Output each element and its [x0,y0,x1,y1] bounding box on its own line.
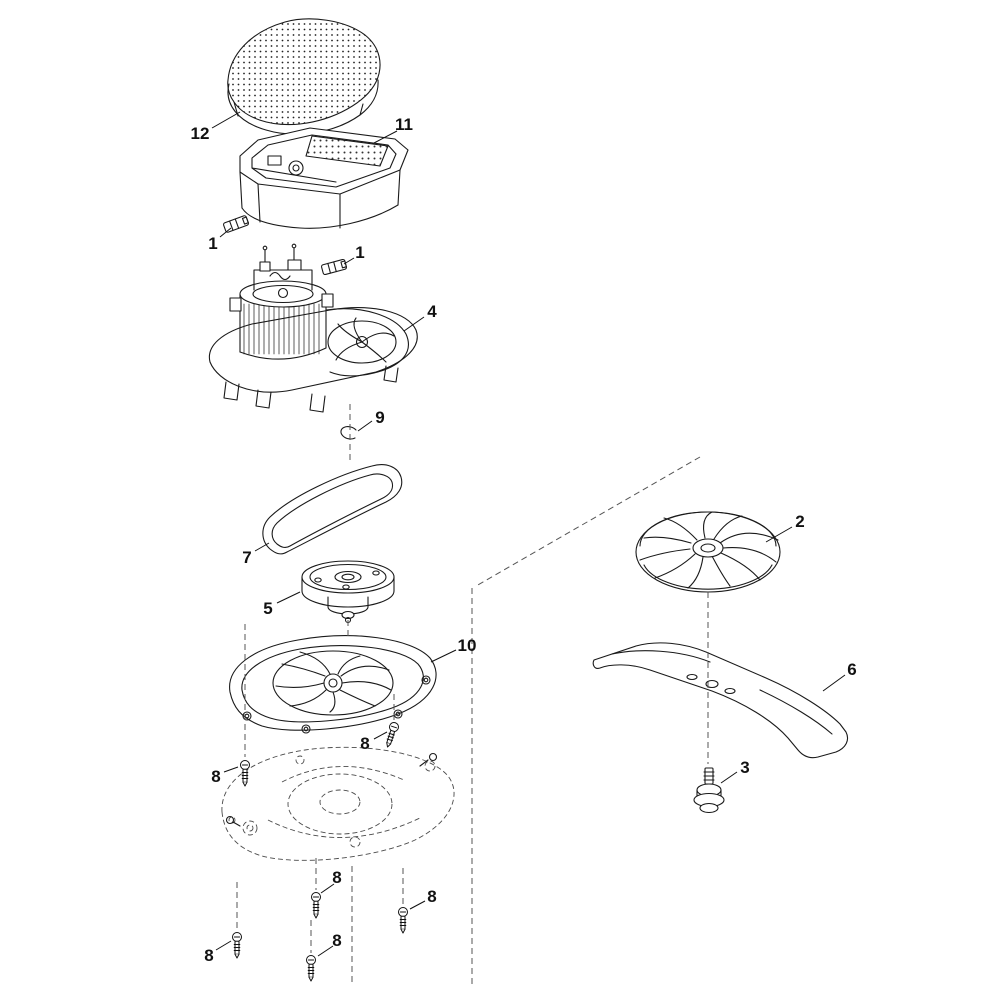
callout-4: 4 [427,302,437,321]
screw-2 [239,759,251,787]
callout-8b: 8 [211,767,220,786]
part-motor-assembly [208,243,418,413]
callout-leader-lines [211,111,846,957]
screw-1 [382,720,401,749]
callout-1a: 1 [208,234,217,253]
deck-reference-details [225,752,438,827]
callout-3: 3 [740,758,749,777]
alignment-dashed-lines [236,404,709,984]
screw-5 [231,931,243,959]
part-connector-a [223,215,249,233]
callout-7: 7 [242,548,251,567]
screw-6 [305,954,317,982]
callout-5: 5 [263,599,272,618]
part-belt [262,464,403,555]
part-fan-housing [229,635,437,734]
callout-1b: 1 [355,243,364,262]
screw-4 [397,906,409,934]
callout-8c: 8 [332,868,341,887]
part-impeller [635,511,781,593]
callout-8d: 8 [427,887,436,906]
callout-11: 11 [395,115,413,134]
deck-reference-ghost [221,746,455,861]
part-pulley [301,560,395,624]
callout-6: 6 [847,660,856,679]
callout-9: 9 [375,408,384,427]
part-top-cover [227,18,381,135]
part-connector-b [321,258,347,276]
callout-12: 12 [191,124,210,143]
part-blade [592,642,849,759]
callout-8f: 8 [332,931,341,950]
callout-10: 10 [458,636,477,655]
callout-8a: 8 [360,734,369,753]
part-clip [340,426,357,440]
part-housing [239,127,409,229]
callout-labels: 12 11 1 1 4 9 7 5 10 2 6 3 8 8 8 8 8 8 [191,115,857,965]
callout-8e: 8 [204,946,213,965]
part-bolt [693,767,725,814]
callout-2: 2 [795,512,804,531]
screw-3 [310,891,322,919]
